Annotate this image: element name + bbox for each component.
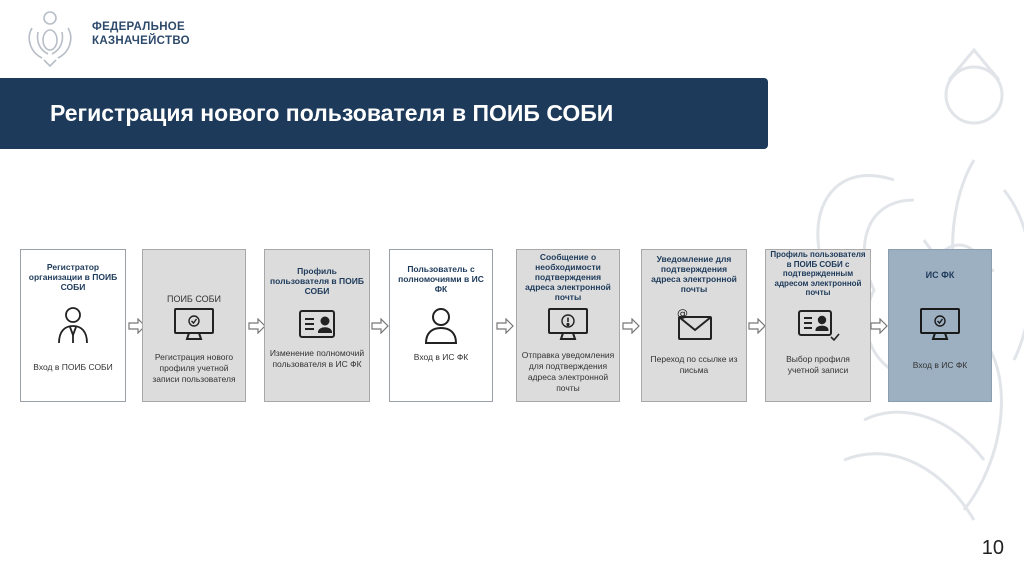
- step-2-foot: Регистрация нового профиля учетной запис…: [147, 352, 241, 385]
- step-4-head: Пользователь с полномочиями в ИС ФК: [394, 264, 488, 294]
- step-5: Сообщение о необходимости подтверждения …: [516, 249, 620, 402]
- step-1: Регистратор организации в ПОИБ СОБИ Вход…: [20, 249, 126, 402]
- svg-text:@: @: [677, 307, 688, 320]
- arrow-right-icon: [622, 318, 640, 334]
- step-6: Уведомление для подтверждения адреса эле…: [641, 249, 747, 402]
- step-7-head: Профиль пользователя в ПОИБ СОБИ с подтв…: [770, 250, 866, 298]
- person-icon: [418, 305, 464, 345]
- arrow-right-icon: [870, 318, 888, 334]
- step-8-foot: Вход в ИС ФК: [893, 360, 987, 371]
- page-number: 10: [982, 537, 1004, 560]
- step-7: Профиль пользователя в ПОИБ СОБИ с подтв…: [765, 249, 871, 402]
- step-6-head: Уведомление для подтверждения адреса эле…: [646, 254, 742, 294]
- step-2-head: ПОИБ СОБИ: [147, 294, 241, 304]
- step-8-head: ИС ФК: [893, 270, 987, 280]
- id-card-check-icon: [795, 305, 841, 345]
- step-3: Профиль пользователя в ПОИБ СОБИ Изменен…: [264, 249, 370, 402]
- step-5-foot: Отправка уведомления для подтверждения а…: [521, 350, 615, 394]
- arrow-right-icon: [496, 318, 514, 334]
- step-2: ПОИБ СОБИ Регистрация нового профиля уче…: [142, 249, 246, 402]
- step-3-foot: Изменение полномочий пользователя в ИС Ф…: [269, 348, 365, 370]
- step-4-foot: Вход в ИС ФК: [394, 352, 488, 363]
- id-card-icon: [294, 305, 340, 345]
- step-8: ИС ФК Вход в ИС ФК: [888, 249, 992, 402]
- step-5-head: Сообщение о необходимости подтверждения …: [521, 252, 615, 302]
- step-6-foot: Переход по ссылке из письма: [646, 354, 742, 376]
- monitor-icon: [171, 305, 217, 345]
- step-7-foot: Выбор профиля учетной записи: [770, 354, 866, 376]
- arrow-right-icon: [371, 318, 389, 334]
- step-3-head: Профиль пользователя в ПОИБ СОБИ: [269, 266, 365, 296]
- monitor-icon: [917, 305, 963, 345]
- email-icon: @: [671, 305, 717, 345]
- user-icon: [50, 305, 96, 345]
- step-1-head: Регистратор организации в ПОИБ СОБИ: [25, 262, 121, 292]
- step-1-foot: Вход в ПОИБ СОБИ: [25, 362, 121, 373]
- step-4: Пользователь с полномочиями в ИС ФК Вход…: [389, 249, 493, 402]
- arrow-right-icon: [748, 318, 766, 334]
- monitor-alert-icon: [545, 305, 591, 345]
